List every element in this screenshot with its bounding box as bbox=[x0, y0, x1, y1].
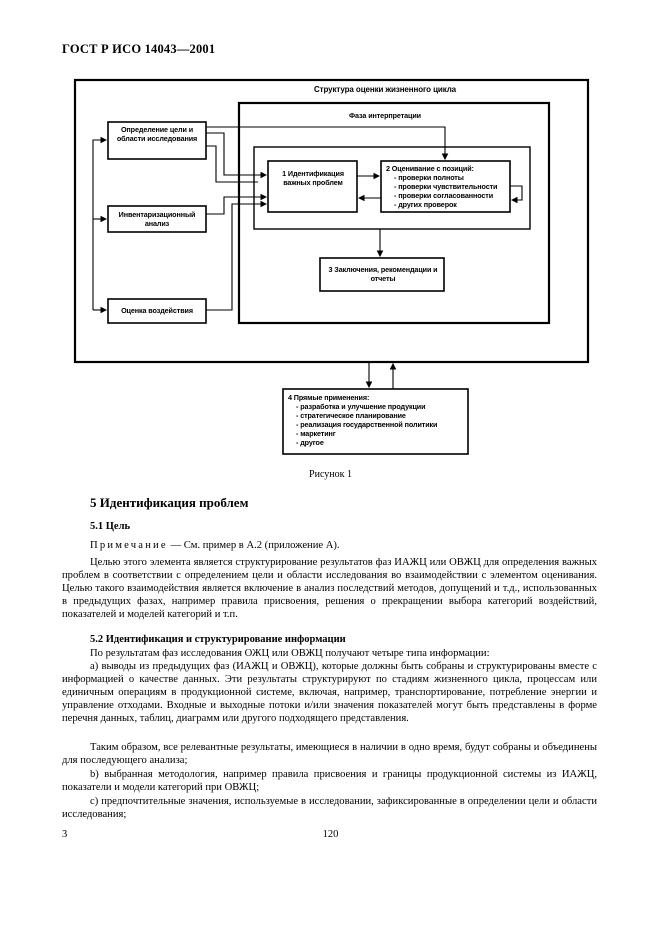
page-number-left: 3 bbox=[62, 829, 68, 840]
box-impact bbox=[107, 298, 207, 324]
paragraph: Таким образом, все релевантные результат… bbox=[62, 742, 597, 766]
applications-item: - реализация государственной политики bbox=[296, 420, 438, 429]
figure-caption: Рисунок 1 bbox=[309, 469, 352, 480]
evaluation-label: 2 Оценивание с позиций: - проверки полно… bbox=[386, 164, 508, 209]
paragraph: с) предпочтительные значения, используем… bbox=[62, 796, 597, 820]
evaluation-item: - других проверок bbox=[394, 200, 457, 209]
box-goal-scope bbox=[107, 121, 207, 160]
paragraph: Целью этого элемента является структурир… bbox=[62, 557, 597, 620]
box-inventory bbox=[107, 205, 207, 233]
document-header: ГОСТ Р ИСО 14043—2001 bbox=[62, 42, 216, 56]
impact-label: Оценка воздействия bbox=[121, 306, 193, 315]
evaluation-title: 2 Оценивание с позиций: bbox=[386, 164, 474, 173]
paragraph: По результатам фаз исследования ОЖЦ или … bbox=[90, 648, 490, 659]
evaluation-item: - проверки согласованности bbox=[394, 191, 494, 200]
paragraph: b) выбранная методология, например прави… bbox=[62, 769, 597, 793]
box-identification bbox=[267, 160, 358, 213]
inventory-label: Инвентаризационный анализ bbox=[118, 210, 196, 228]
outer-frame bbox=[73, 78, 590, 364]
applications-item: - другое bbox=[296, 438, 324, 447]
interpretation-frame bbox=[237, 101, 551, 325]
subsection-title: 5.1 Цель bbox=[90, 521, 131, 532]
applications-item: - разработка и улучшение продукции bbox=[296, 402, 426, 411]
identification-label: 1 Идентификация важных проблем bbox=[282, 169, 344, 187]
lca-structure-diagram bbox=[73, 78, 590, 455]
evaluation-item: - проверки полноты bbox=[394, 173, 464, 182]
outer-frame-title: Структура оценки жизненного цикла bbox=[313, 85, 457, 94]
inner-frame bbox=[253, 146, 531, 230]
applications-label: 4 Прямые применения: - разработка и улуч… bbox=[288, 393, 466, 447]
conclusions-label: 3 Заключения, рекомендации и отчеты bbox=[328, 265, 438, 283]
applications-title: 4 Прямые применения: bbox=[288, 393, 370, 402]
section-title: 5 Идентификация проблем bbox=[90, 495, 249, 510]
subsection-title: 5.2 Идентификация и структурирование инф… bbox=[90, 634, 346, 645]
note: Примечание — См. пример в А.2 (приложени… bbox=[62, 539, 597, 552]
interpretation-title: Фаза интерпретации bbox=[349, 111, 421, 120]
evaluation-item: - проверки чувствительности bbox=[394, 182, 498, 191]
page-number-center: 120 bbox=[322, 829, 339, 840]
paragraph: а) выводы из предыдущих фаз (ИАЖЦ и ОВЖЦ… bbox=[62, 661, 597, 724]
box-applications bbox=[282, 388, 469, 455]
note-label: Примечание bbox=[90, 540, 168, 551]
box-conclusions bbox=[319, 257, 445, 292]
goal-scope-label: Определение цели и области исследования bbox=[116, 125, 198, 143]
applications-item: - маркетинг bbox=[296, 429, 336, 438]
note-text: — См. пример в А.2 (приложение А). bbox=[167, 540, 340, 551]
applications-item: - стратегическое планирование bbox=[296, 411, 406, 420]
